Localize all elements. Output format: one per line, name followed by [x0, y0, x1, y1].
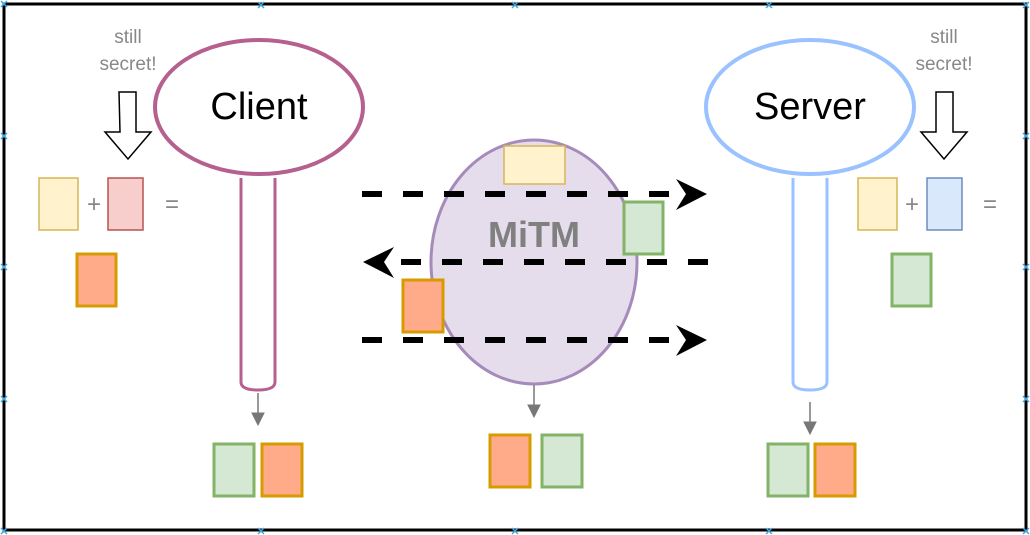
server-label: Server: [754, 86, 866, 128]
marker-cross-icon: [1022, 263, 1030, 271]
mitm-result-green-box: [540, 433, 584, 489]
client-result-green-box: [212, 442, 256, 498]
server-result-green-box: [766, 442, 810, 498]
marker-cross-icon: [765, 527, 773, 535]
mitm-result-orange-box: [488, 433, 532, 489]
client-result-orange-box: [260, 442, 304, 498]
message-1-arrow-icon: [676, 179, 707, 210]
client-secret-key-box: [107, 177, 144, 231]
client-down-arrow-icon: [103, 91, 153, 161]
server-secret-key-box: [926, 177, 963, 231]
message-3-orange-key-box: [401, 278, 445, 334]
client-note-line2: secret!: [99, 54, 156, 75]
marker-cross-icon: [1022, 527, 1030, 535]
client-pipe: [239, 178, 277, 392]
server-plus-sign: +: [905, 191, 919, 218]
message-1-public-key-box: [503, 145, 566, 185]
marker-cross-icon: [257, 1, 265, 9]
marker-cross-icon: [511, 1, 519, 9]
marker-cross-icon: [765, 1, 773, 9]
marker-cross-icon: [0, 395, 8, 403]
server-note-line1: still: [930, 27, 957, 48]
server-equals-sign: =: [983, 191, 997, 218]
client-result-arrow-icon: [251, 412, 265, 427]
marker-cross-icon: [0, 0, 8, 8]
server-result-arrow-icon: [803, 421, 817, 436]
message-2-arrow-icon: [363, 247, 394, 278]
marker-cross-icon: [257, 527, 265, 535]
client-mixed-key-box: [75, 252, 118, 308]
marker-cross-icon: [0, 527, 8, 535]
server-node[interactable]: Server: [704, 38, 916, 392]
message-2-green-key-box: [622, 200, 665, 256]
server-result-orange-box: [813, 442, 857, 498]
server-note-line2: secret!: [915, 54, 972, 75]
marker-cross-icon: [1022, 1, 1030, 9]
mitm-result-arrow-icon: [527, 404, 541, 419]
server-down-arrow-icon: [919, 91, 969, 161]
server-pipe: [791, 178, 829, 392]
server-mixed-key-box: [890, 252, 933, 308]
marker-cross-icon: [1022, 132, 1030, 140]
client-label: Client: [210, 86, 308, 128]
marker-cross-icon: [0, 263, 8, 271]
client-public-key-box: [38, 177, 79, 231]
marker-cross-icon: [1022, 395, 1030, 403]
server-public-key-box: [857, 177, 898, 231]
marker-cross-icon: [511, 527, 519, 535]
marker-cross-icon: [0, 132, 8, 140]
message-3-arrow-icon: [676, 325, 707, 356]
mitm-label: MiTM: [488, 214, 580, 255]
server-ellipse: [704, 38, 916, 176]
client-node[interactable]: Client: [153, 38, 365, 392]
client-note-line1: still: [114, 27, 141, 48]
client-ellipse: [153, 38, 365, 176]
client-plus-sign: +: [87, 191, 101, 218]
client-equals-sign: =: [165, 191, 179, 218]
